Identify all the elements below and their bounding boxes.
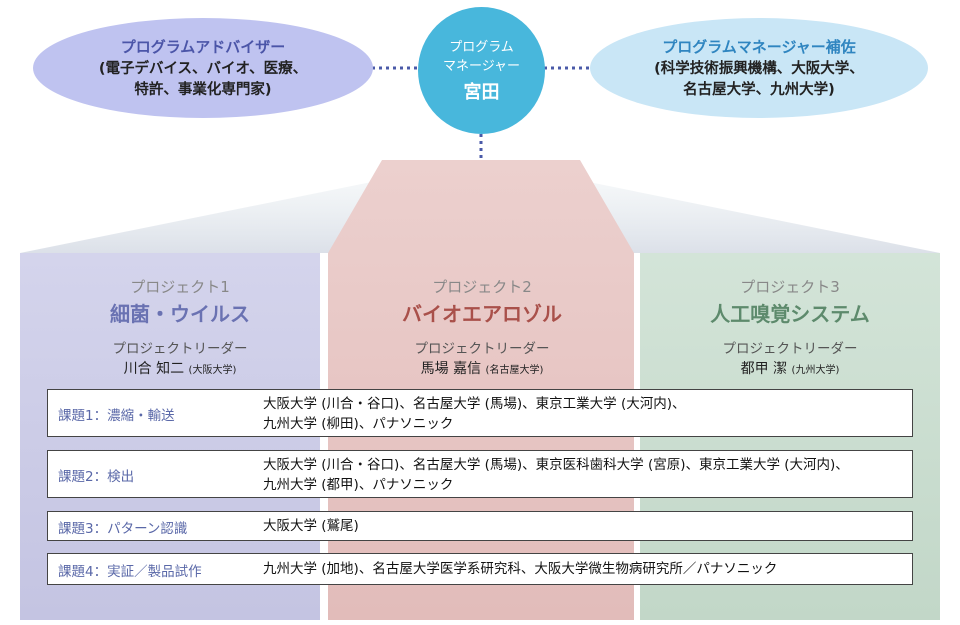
task-1-members-line1: 大阪大学 (川合・谷口)、名古屋大学 (馬場)、東京工業大学 (大河内)、 xyxy=(263,396,686,412)
program-manager-circle: プログラム マネージャー 宮田 xyxy=(418,7,545,134)
manager-label-line2: マネージャー xyxy=(442,58,521,74)
project-1-name: 細菌・ウイルス xyxy=(110,302,250,326)
task-1-box: 課題1：濃縮・輸送 大阪大学 (川合・谷口)、名古屋大学 (馬場)、東京工業大学… xyxy=(47,389,913,437)
project-2-leader: 馬場 嘉信 (名古屋大学) xyxy=(322,358,642,378)
project-2-leader-name: 馬場 嘉信 xyxy=(420,361,482,377)
project-3-leader: 都甲 潔 (九州大学) xyxy=(630,358,950,378)
project-1-leader: 川合 知二 (大阪大学) xyxy=(20,358,340,378)
task-2-members-line2: 九州大学 (都甲)、パナソニック xyxy=(263,477,454,493)
project-1-leader-name: 川合 知二 xyxy=(123,361,185,377)
pm-assistant-line2: 名古屋大学、九州大学) xyxy=(683,81,835,98)
task-4-box: 課題4：実証／製品試作 九州大学 (加地)、名古屋大学医学系研究科、大阪大学微生… xyxy=(47,553,913,585)
project-2-leader-label: プロジェクトリーダー xyxy=(414,341,550,357)
task-1-members-line2: 九州大学 (柳田)、パナソニック xyxy=(263,416,454,432)
project-3-number: プロジェクト3 xyxy=(740,278,840,296)
task-2-box: 課題2：検出 大阪大学 (川合・谷口)、名古屋大学 (馬場)、東京医科歯科大学 … xyxy=(47,450,913,498)
project-1: プロジェクト1 細菌・ウイルス プロジェクトリーダー 川合 知二 (大阪大学) xyxy=(20,276,340,378)
task-3-members: 大阪大学 (鷲尾) xyxy=(263,516,359,536)
project-1-number: プロジェクト1 xyxy=(130,278,230,296)
program-advisor-line2: 特許、事業化専門家) xyxy=(134,81,272,98)
project-3-leader-label: プロジェクトリーダー xyxy=(722,341,858,357)
task-4-members: 九州大学 (加地)、名古屋大学医学系研究科、大阪大学微生物病研究所／パナソニック xyxy=(263,559,777,579)
task-3-box: 課題3：パターン認識 大阪大学 (鷲尾) xyxy=(47,511,913,541)
manager-label-line1: プログラム xyxy=(449,39,514,55)
program-advisor-title: プログラムアドバイザー xyxy=(120,37,286,56)
task-2-label: 課題2：検出 xyxy=(58,469,135,485)
task-3-label: 課題3：パターン認識 xyxy=(58,521,188,537)
project-3-leader-name: 都甲 潔 xyxy=(740,361,788,377)
project-2-number: プロジェクト2 xyxy=(432,278,532,296)
project-2: プロジェクト2 バイオエアロゾル プロジェクトリーダー 馬場 嘉信 (名古屋大学… xyxy=(322,276,642,378)
task-3-members-line1: 大阪大学 (鷲尾) xyxy=(263,518,359,534)
project-2-name: バイオエアロゾル xyxy=(402,302,562,326)
pm-assistant-oval: プログラムマネージャー補佐 (科学技術振興機構、大阪大学、 名古屋大学、九州大学… xyxy=(590,18,928,118)
program-advisor-oval: プログラムアドバイザー (電子デバイス、バイオ、医療、 特許、事業化専門家) xyxy=(33,18,373,118)
program-advisor-line1: (電子デバイス、バイオ、医療、 xyxy=(98,60,308,77)
task-2-members-line1: 大阪大学 (川合・谷口)、名古屋大学 (馬場)、東京医科歯科大学 (宮原)、東京… xyxy=(263,457,849,473)
task-1-label: 課題1：濃縮・輸送 xyxy=(58,408,175,424)
manager-name: 宮田 xyxy=(463,81,500,103)
task-2-members: 大阪大学 (川合・谷口)、名古屋大学 (馬場)、東京医科歯科大学 (宮原)、東京… xyxy=(263,455,849,495)
project-3-leader-affiliation: (九州大学) xyxy=(791,365,840,376)
task-4-members-line1: 九州大学 (加地)、名古屋大学医学系研究科、大阪大学微生物病研究所／パナソニック xyxy=(263,561,778,577)
project-3-name: 人工嗅覚システム xyxy=(710,302,870,326)
project-2-leader-affiliation: (名古屋大学) xyxy=(485,365,544,376)
task-4-label: 課題4：実証／製品試作 xyxy=(58,564,202,580)
pm-assistant-line1: (科学技術振興機構、大阪大学、 xyxy=(654,60,864,77)
pm-assistant-title: プログラムマネージャー補佐 xyxy=(662,37,856,56)
project-1-leader-label: プロジェクトリーダー xyxy=(112,341,248,357)
project-3: プロジェクト3 人工嗅覚システム プロジェクトリーダー 都甲 潔 (九州大学) xyxy=(630,276,950,378)
task-1-members: 大阪大学 (川合・谷口)、名古屋大学 (馬場)、東京工業大学 (大河内)、 九州… xyxy=(263,394,685,434)
project-1-leader-affiliation: (大阪大学) xyxy=(188,365,237,376)
